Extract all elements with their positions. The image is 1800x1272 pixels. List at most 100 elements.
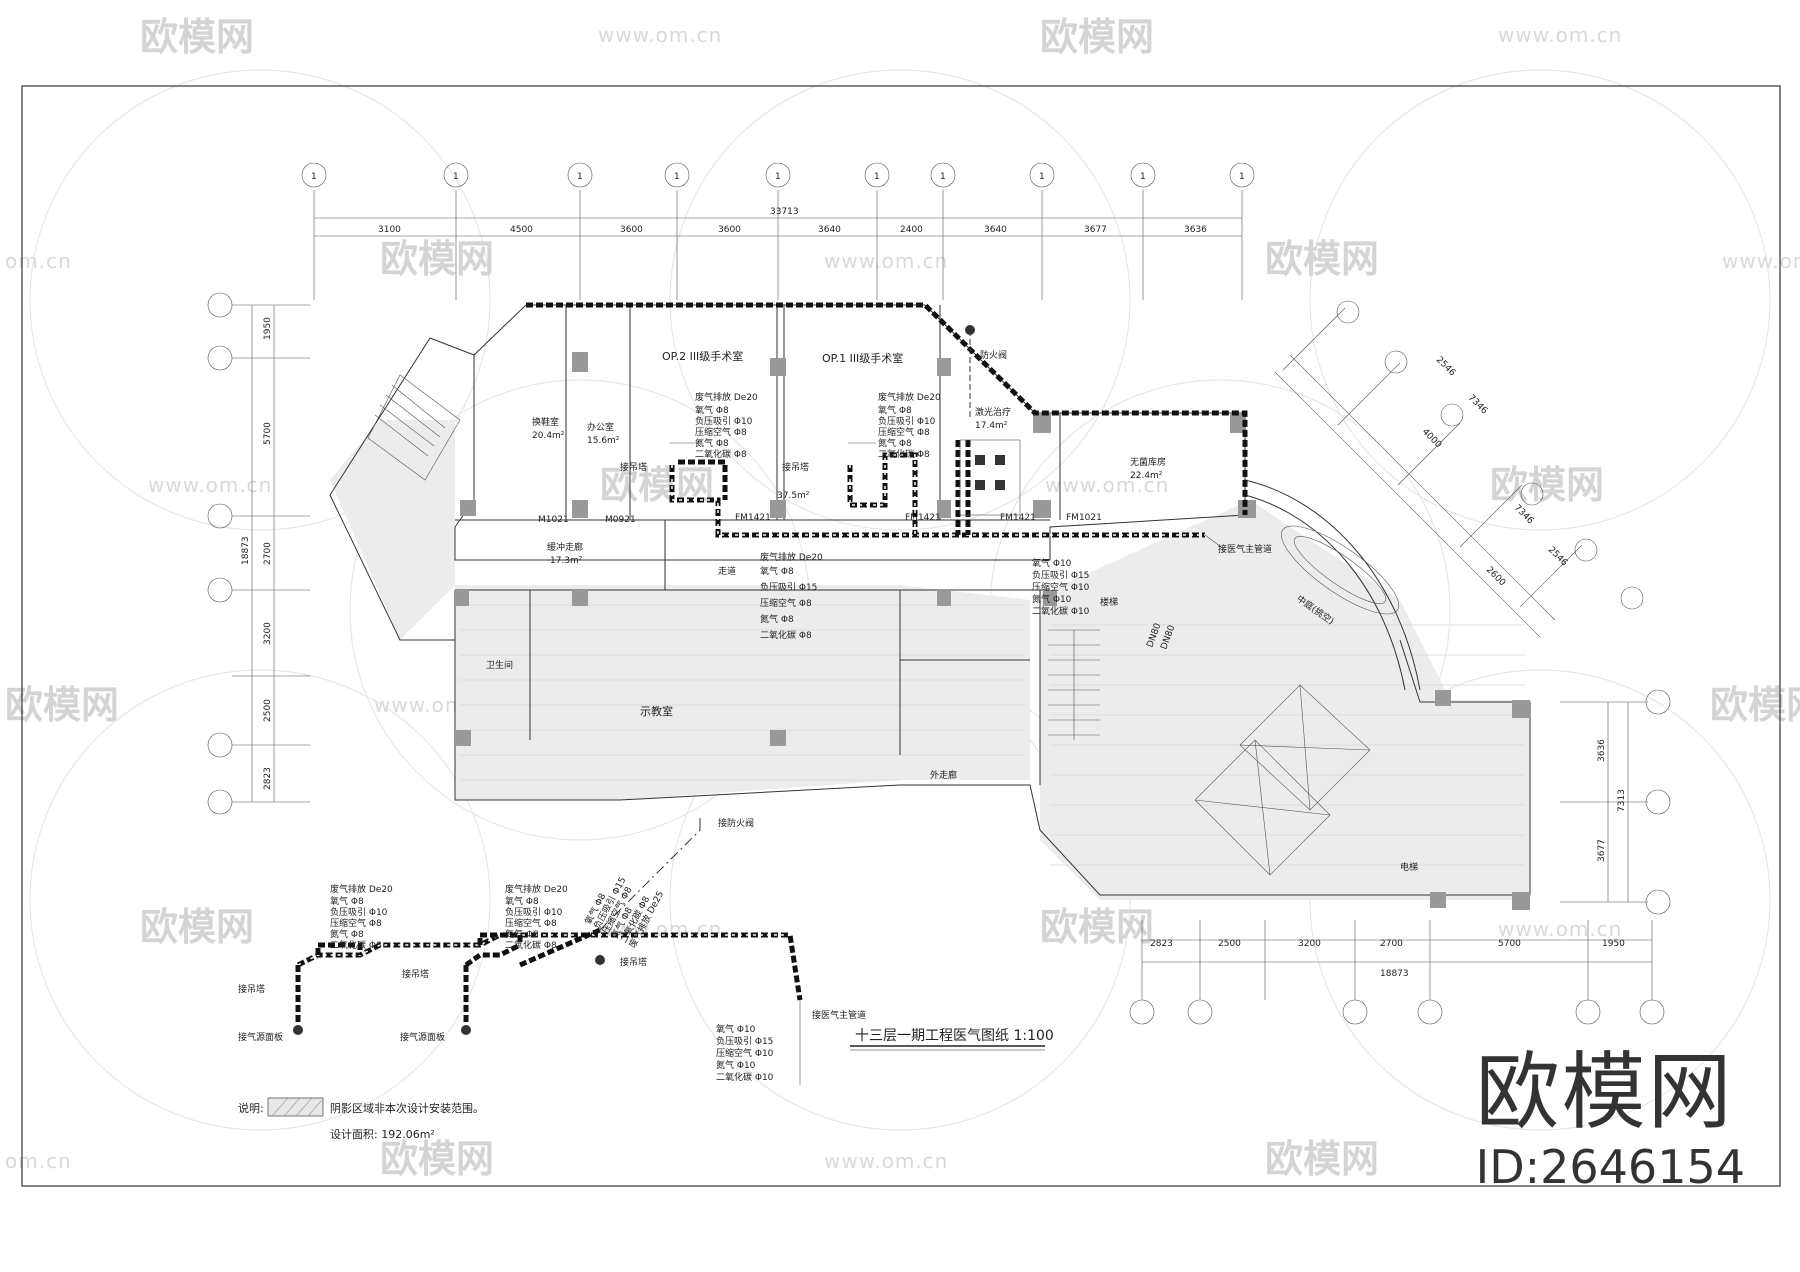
dim-seg: 2400 [900, 225, 923, 235]
label-pendant-iso: 接吊塔 [620, 956, 647, 968]
dim-seg: 3677 [1597, 839, 1607, 862]
gas-item: 二氧化碳 Φ10 [716, 1071, 774, 1083]
gas-item: 负压吸引 Φ15 [716, 1035, 773, 1047]
axis-bubbles-top: 1 1 1 1 1 1 1 1 1 1 [301, 162, 1255, 188]
label-pendant: 接吊塔 [782, 461, 809, 473]
gas-item: 二氧化碳 Φ8 [760, 629, 812, 641]
room-corridor: 走道 [718, 565, 736, 577]
gas-piping-isometric [293, 818, 803, 1085]
dim-seg: 4500 [510, 225, 533, 235]
axis-bubbles-left [207, 292, 233, 815]
gas-item: 负压吸引 Φ10 [695, 415, 753, 427]
dim-diag: 2546 [1434, 355, 1457, 378]
dim-seg: 1950 [1602, 939, 1625, 949]
room-corridor-area: 37.5m² [777, 491, 810, 501]
dim-diag: 7346 [1466, 393, 1489, 416]
gas-list-iso-b: 废气排放 De20 氧气 Φ8 负压吸引 Φ10 压缩空气 Φ8 氮气 Φ8 二… [505, 883, 568, 951]
room-lift: 电梯 [1400, 861, 1418, 873]
watermark-site: om.cn [5, 249, 72, 273]
gas-item: 氧气 Φ8 [505, 895, 539, 907]
gas-item: 废气排放 De20 [330, 883, 393, 895]
door-tag: FM1021 [1066, 513, 1102, 523]
door-tag: FM1421 [905, 513, 941, 523]
gas-item: 废气排放 De20 [878, 391, 941, 403]
label-fire-valve: 接防火阀 [718, 817, 754, 829]
room-toilet: 卫生间 [486, 659, 513, 671]
gas-list-laser: 氧气 Φ10 负压吸引 Φ15 压缩空气 Φ10 氮气 Φ10 二氧化碳 Φ10 [1032, 557, 1090, 617]
gas-item: 氧气 Φ10 [716, 1023, 756, 1035]
watermark-brand: 欧模网 [1265, 1137, 1379, 1181]
watermark-site: www.om.cn [1045, 473, 1169, 497]
gas-item: 二氧化碳 Φ8 [878, 448, 930, 460]
watermark-site: www.om.cn [824, 249, 948, 273]
gas-item: 负压吸引 Φ10 [505, 906, 563, 918]
gas-item: 二氧化碳 Φ8 [505, 939, 557, 951]
dim-total-bottom: 18873 [1380, 969, 1409, 979]
dim-total-top: 33713 [770, 207, 799, 217]
gas-item: 负压吸引 Φ10 [330, 906, 388, 918]
dim-seg: 1950 [263, 317, 273, 340]
watermark-site: www.om.cn [1498, 917, 1622, 941]
hatched-area [455, 585, 1030, 800]
gas-item: 废气排放 De20 [695, 391, 758, 403]
axis-label: 1 [1239, 172, 1245, 182]
dim-seg: 5700 [263, 422, 273, 445]
room-laser: 激光治疗 [975, 406, 1011, 418]
axis-label: 1 [311, 172, 317, 182]
gas-item: 压缩空气 Φ8 [330, 917, 382, 929]
dim-seg: 3636 [1597, 739, 1607, 762]
watermark-brand: 欧模网 [140, 15, 254, 59]
door-tags: M1021 M0921 FM1421 FM1421 FM1421 FM1021 [538, 513, 1102, 525]
gas-list-main: 废气排放 De20 氧气 Φ8 负压吸引 Φ15 压缩空气 Φ8 氮气 Φ8 二… [760, 551, 823, 641]
label-pendant: 接吊塔 [620, 461, 647, 473]
note-text: 阴影区域非本次设计安装范围。 [330, 1101, 484, 1115]
gas-list-iso-a: 废气排放 De20 氧气 Φ8 负压吸引 Φ10 压缩空气 Φ8 氮气 Φ8 二… [330, 883, 393, 951]
dim-seg: 2700 [1380, 939, 1403, 949]
gas-item: 废气排放 De20 [760, 551, 823, 563]
gas-item: 二氧化碳 Φ8 [330, 939, 382, 951]
dim-seg: 2500 [263, 699, 273, 722]
door-tag: M0921 [605, 515, 636, 525]
gas-item: 氧气 Φ8 [760, 565, 794, 577]
axis-label: 1 [940, 172, 946, 182]
gas-list-op2: 废气排放 De20 氧气 Φ8 负压吸引 Φ10 压缩空气 Φ8 氮气 Φ8 二… [695, 391, 758, 460]
dim-seg: 3677 [1084, 225, 1107, 235]
label-fire-damper: 防火阀 [980, 349, 1007, 361]
dim-seg: 3200 [263, 622, 273, 645]
gas-item: 负压吸引 Φ15 [1032, 569, 1089, 581]
dim-seg: 2823 [263, 767, 273, 790]
watermark-brand: 欧模网 [380, 1137, 494, 1181]
dim-total-left: 18873 [241, 536, 251, 565]
label-main-pipe: 接医气主管道 [1218, 543, 1272, 555]
gas-item: 氮气 Φ8 [505, 928, 539, 940]
atrium-feature [1280, 525, 1400, 615]
gas-item: 氮气 Φ8 [695, 437, 729, 449]
watermark-site: www.om.cn [1498, 23, 1622, 47]
floor-plan [329, 304, 1531, 910]
room-buffer: 缓冲走廊 [547, 541, 583, 553]
dim-seg: 5700 [1498, 939, 1521, 949]
door-tag: FM1421 [735, 513, 771, 523]
gas-piping-plan [526, 302, 1248, 551]
brand-logo: 欧模网 [1475, 1043, 1734, 1141]
right-dimension-chain: 7313 3636 3677 [1560, 689, 1671, 915]
hatched-area [330, 420, 455, 640]
gas-item: 氧气 Φ8 [695, 404, 729, 416]
watermark-brand: 欧模网 [1040, 905, 1154, 949]
gas-item: 压缩空气 Φ10 [1032, 581, 1090, 593]
brand-id: ID:2646154 [1475, 1140, 1745, 1194]
dim-seg: 3640 [818, 225, 841, 235]
watermark-brand: 欧模网 [1265, 237, 1379, 281]
room-labels: OP.2 III级手术室 OP.1 III级手术室 换鞋室 20.4m² 办公室… [486, 349, 1418, 873]
left-dimension-chain: 18873 1950 5700 2700 3200 2500 2823 [207, 292, 310, 815]
dim-diag: 2546 [1546, 545, 1569, 568]
room-office-area: 15.6m² [587, 436, 620, 446]
lift-shaft [1194, 684, 1371, 876]
gas-item: 氧气 Φ8 [330, 895, 364, 907]
label-pendant-iso: 接吊塔 [238, 983, 265, 995]
watermark-brand: 欧模网 [380, 237, 494, 281]
dim-seg: 3636 [1184, 225, 1207, 235]
door-tag: M1021 [538, 515, 569, 525]
gas-list-op1: 废气排放 De20 氧气 Φ8 负压吸引 Φ10 压缩空气 Φ8 氮气 Φ8 二… [878, 391, 941, 460]
drawing-title: 十三层一期工程医气图纸 1:100 [855, 1028, 1054, 1044]
